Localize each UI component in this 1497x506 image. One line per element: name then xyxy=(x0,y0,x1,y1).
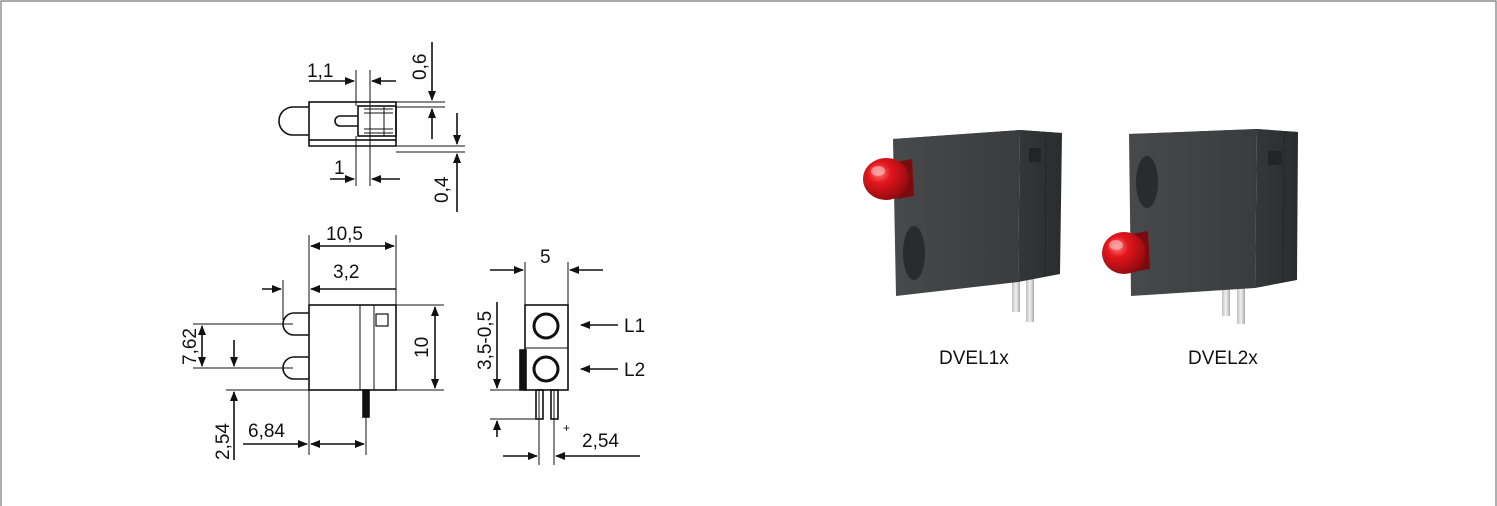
dim-5: 5 xyxy=(540,247,551,268)
dim-3-5-0-5: 3,5-0,5 xyxy=(475,311,496,370)
dim-7-62: 7,62 xyxy=(180,328,201,365)
front-view-drawing xyxy=(490,262,640,465)
dim-1-1: 1,1 xyxy=(307,61,333,82)
dim-10-5: 10,5 xyxy=(326,224,363,245)
plus-sign: + xyxy=(563,421,570,435)
label-l2: L2 xyxy=(624,360,645,381)
caption-dvel1x: DVEL1x xyxy=(939,348,1009,369)
dim-10: 10 xyxy=(412,337,433,358)
dim-3-2: 3,2 xyxy=(333,262,359,283)
dim-0-6: 0,6 xyxy=(410,54,431,80)
dim-0-4: 0,4 xyxy=(432,176,453,203)
label-l1: L1 xyxy=(624,316,645,337)
dim-1: 1 xyxy=(334,158,345,179)
dim-2-54-right: 2,54 xyxy=(582,431,619,452)
dim-2-54-left: 2,54 xyxy=(213,423,234,460)
side-view-drawing xyxy=(193,235,444,460)
dim-6-84: 6,84 xyxy=(248,421,285,442)
caption-dvel2x: DVEL2x xyxy=(1188,348,1258,369)
product-image-dvel2x xyxy=(1102,129,1298,324)
top-view-drawing xyxy=(278,42,465,212)
product-image-dvel1x xyxy=(863,130,1062,322)
